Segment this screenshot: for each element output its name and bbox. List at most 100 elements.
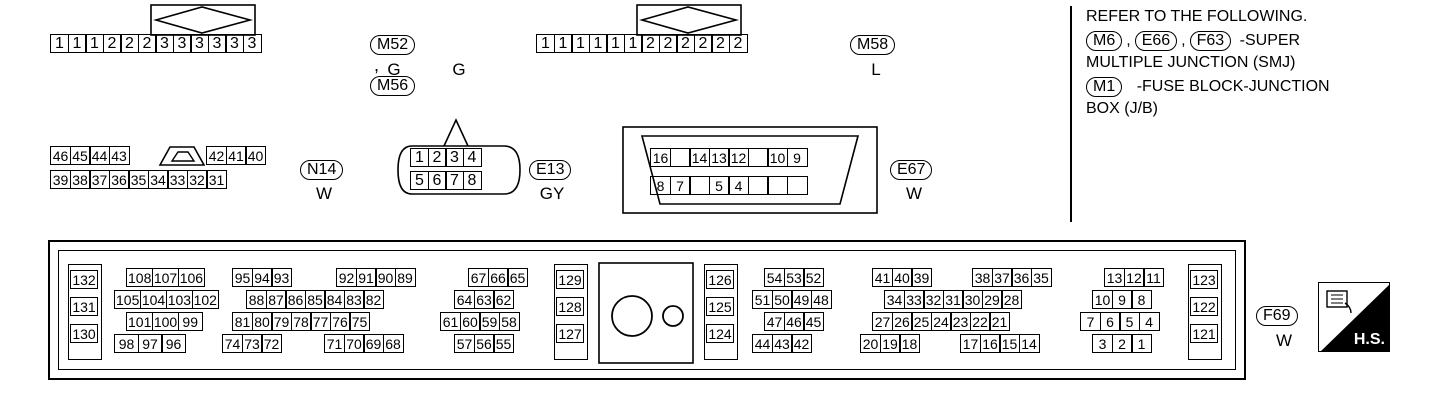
connector-pin: 2 [137,34,157,53]
connector-id-badge: E66 [1134,31,1178,51]
connector-pin: 43 [108,146,130,165]
connector-pin: 102 [191,290,219,309]
connector-pin: 59 [479,312,500,331]
connector-pin: 8 [462,171,482,190]
connector-pin: 38 [972,268,993,287]
pin-group [554,264,588,360]
connector-id-badge: E67 [890,160,933,180]
connector-pin: 123 [1190,270,1218,289]
connector-pin [747,148,769,167]
connector-pin: 1 [85,34,104,53]
connector-pin: 39 [50,170,71,189]
connector-pin: 40 [245,146,266,165]
connector-pin: 42 [206,146,227,165]
connector-pin: 80 [251,312,273,331]
connector-lock-tab [636,4,742,36]
connector-pin: 75 [349,312,370,331]
connector-pin: 1 [606,34,625,53]
connector-pin: 71 [324,334,345,353]
connector-pin: 10 [767,148,788,167]
connector-pin: 1 [536,34,555,53]
connector-pin: 34 [147,170,169,189]
connector-pin: 10 [1092,290,1113,309]
connector-pin: 28 [1001,290,1022,309]
connector-pin: 33 [167,170,188,189]
connector-pin: 104 [139,290,168,309]
connector-pin: 58 [498,312,520,331]
connector-key-notch [158,146,206,166]
connector-pin [689,176,710,195]
connector-pin: 7 [669,176,691,195]
connector-pin: 2 [658,34,678,53]
connector-pin: 13 [708,148,730,167]
connector-pin: 3 [172,34,192,53]
connector-pin: 15 [999,334,1020,353]
connector-pin: 46 [50,146,71,165]
connector-pin: 81 [232,312,253,331]
connector-pin: 3 [190,34,209,53]
connector-pin: 4 [728,176,749,195]
connector-pin [747,176,769,195]
note-line: REFER TO THE FOLLOWING. [1086,8,1308,25]
connector-pin: 29 [981,290,1003,309]
wire-color-code: G [387,60,401,79]
connector-pin: 84 [324,290,345,309]
connector-pin: 5 [1119,312,1140,331]
connector-pin: 98 [114,334,139,353]
connector-pin: 24 [930,312,952,331]
connector-pin: 3 [155,34,174,53]
pin-group [704,264,738,360]
connector-pin [669,148,691,167]
connector-pin: 25 [911,312,932,331]
connector-pin: 64 [454,290,475,309]
connector-pin: 46 [783,312,805,331]
connector-pin: 42 [791,334,812,353]
connector-pin: 100 [151,312,180,331]
guide-pin-housing [598,262,694,364]
connector-pin: 1 [50,34,69,53]
connector-pin: 126 [706,270,734,289]
connector-pin: 78 [290,312,312,331]
connector-pin: 66 [487,268,509,287]
connector-pin: 40 [891,268,913,287]
connector-pin: 11 [1143,268,1164,287]
connector-pin: 1 [410,148,429,167]
connector-outline [622,126,878,214]
connector-pin: 1 [553,34,573,53]
connector-pin: 2 [711,34,730,53]
connector-m52-badges: M52,M56 [370,35,416,96]
connector-pin: 3 [445,148,464,167]
connector-id-badge: M6 [1086,31,1123,51]
connector-pin: 106 [177,268,206,287]
connector-pin: 4 [1138,312,1160,331]
connector-pin: 91 [355,268,377,287]
connector-pin: 76 [329,312,351,331]
connector-pin: 56 [473,334,495,353]
connector-pin: 89 [394,268,416,287]
pin-group [68,264,102,360]
harness-side-icon [1321,284,1389,351]
connector-pin: 101 [126,312,154,331]
connector-pin: 9 [786,148,808,167]
connector-pin: 63 [473,290,495,309]
connector-pin: 36 [1011,268,1032,287]
connector-pin: 9 [1111,290,1133,309]
connector-pin: 6 [1099,312,1121,331]
connector-pin: 70 [343,334,365,353]
connector-pin: 19 [879,334,901,353]
connector-pin: 32 [186,170,208,189]
connector-pin: 125 [706,297,734,316]
